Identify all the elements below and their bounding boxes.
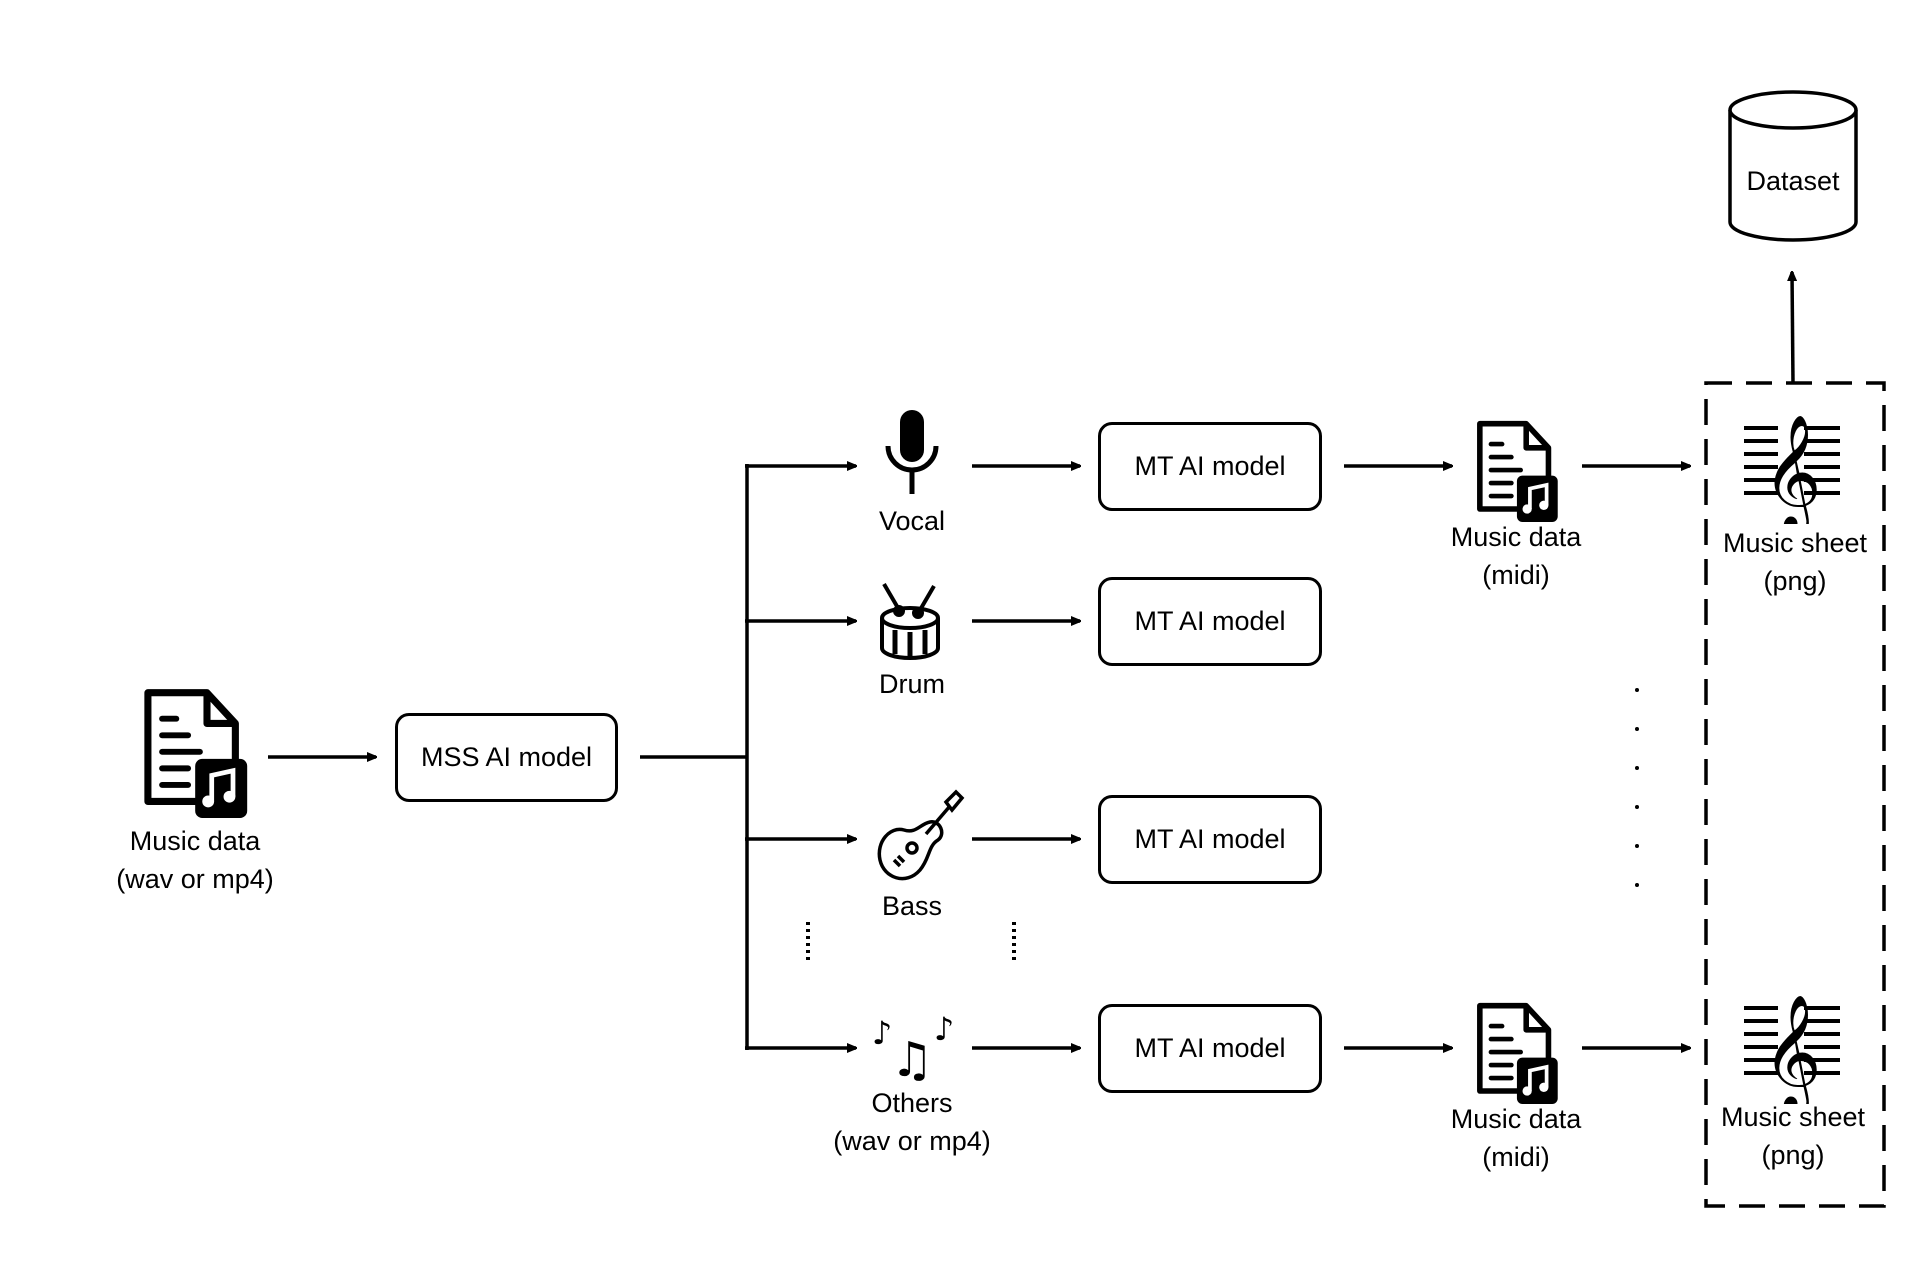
mt-ai-model-box-bass: MT AI model [1098,795,1322,884]
sheet-label-2-line1: Music sheet [1720,1102,1866,1132]
stem-label-drum: Drum [879,669,945,699]
dataset-label: Dataset [1746,166,1840,196]
dot [1635,727,1639,731]
midi-label-2-line2: (midi) [1482,1142,1550,1172]
drum-icon [880,582,940,660]
treble-clef-sheet-icon [1742,414,1842,524]
guitar-icon [877,789,965,881]
stem-label-vocal: Vocal [878,506,946,536]
dot [1635,883,1639,887]
svg-text:♫: ♫ [890,1032,933,1088]
stem-label-others-format: (wav or mp4) [833,1126,991,1156]
sheet-group-dashed-box [1704,381,1886,1208]
database-cylinder-icon [1728,90,1858,242]
midi-label-1-line2: (midi) [1482,560,1550,590]
dot [1635,766,1639,770]
input-label-line1: Music data [129,826,261,856]
treble-clef-sheet-icon [1742,994,1842,1104]
dot [1635,688,1639,692]
sheet-label-1-line1: Music sheet [1722,528,1868,558]
sheet-label-2-line2: (png) [1761,1140,1825,1170]
microphone-icon [885,410,939,494]
midi-label-1-line1: Music data [1450,522,1582,552]
mt-ai-model-box-drum: MT AI model [1098,577,1322,666]
dot [1635,844,1639,848]
arrow-sheets-to-dataset [1792,272,1793,384]
mt-ai-model-box-others: MT AI model [1098,1004,1322,1093]
music-notes-icon: ♫ ♪ ♪ [872,1010,954,1088]
svg-text:♪: ♪ [934,1010,954,1048]
music-file-icon [1480,1006,1558,1104]
mss-ai-model-box: MSS AI model [395,713,618,802]
sheet-label-1-line2: (png) [1763,566,1827,596]
music-file-icon [1480,424,1558,522]
music-file-icon [148,693,247,818]
input-label-line2: (wav or mp4) [116,864,274,894]
dot [1635,805,1639,809]
ellipsis-dots [806,688,1639,962]
svg-text:♪: ♪ [872,1014,892,1052]
mt-ai-model-box-vocal: MT AI model [1098,422,1322,511]
stem-label-bass: Bass [881,891,943,921]
midi-label-2-line1: Music data [1450,1104,1582,1134]
stem-label-others: Others [871,1088,953,1118]
